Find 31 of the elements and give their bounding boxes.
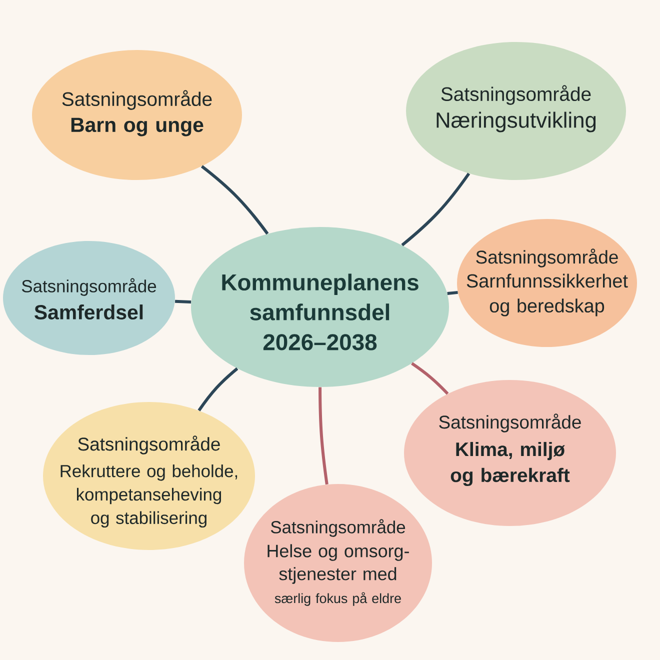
topic-name: Samferdsel [34,304,143,320]
topic-heading: Satsningsområde [78,436,220,454]
topic-heading: Satsningsområde [476,248,618,268]
topic-note: særlig fokus på eldre [274,592,401,606]
connector-line [174,300,192,304]
topic-ellipse [457,219,637,347]
topic-name: Klima, miljø og bærekraft [450,442,570,486]
central-topic-ellipse [191,227,449,387]
topic-heading: Satsningsområde [441,85,591,105]
topic-title: Kommuneplanens samfunnsdel 2026–2038 [222,274,418,350]
connector-line [198,367,238,412]
topic-ellipse [406,42,626,180]
topic-name: Næringsutvikling [436,112,596,132]
topic-ellipse [43,402,255,550]
connector-line [411,362,449,395]
topic-heading: Satsningsområde [270,519,406,537]
topic-name: Barn og unge [71,118,204,136]
connector-line [318,387,328,485]
topic-name: Sarnfunnssikkerhet og beredskap [466,274,628,316]
connector-line [200,165,269,235]
topic-name: Rekruttere og beholde, kompetanseheving og stabilisering [60,464,238,528]
topic-ellipse [404,380,616,526]
topic-name: Helse og omsorg- stjenester med [268,544,409,584]
topic-heading: Satsningsområde [22,278,156,296]
topic-ellipse [244,484,432,642]
topic-heading: Satsningsområde [62,90,212,110]
topic-ellipse [3,241,175,355]
connector-line [401,172,470,246]
topic-heading: Satsningsområde [439,414,581,432]
connector-line [447,290,458,296]
topic-ellipse [32,50,242,180]
